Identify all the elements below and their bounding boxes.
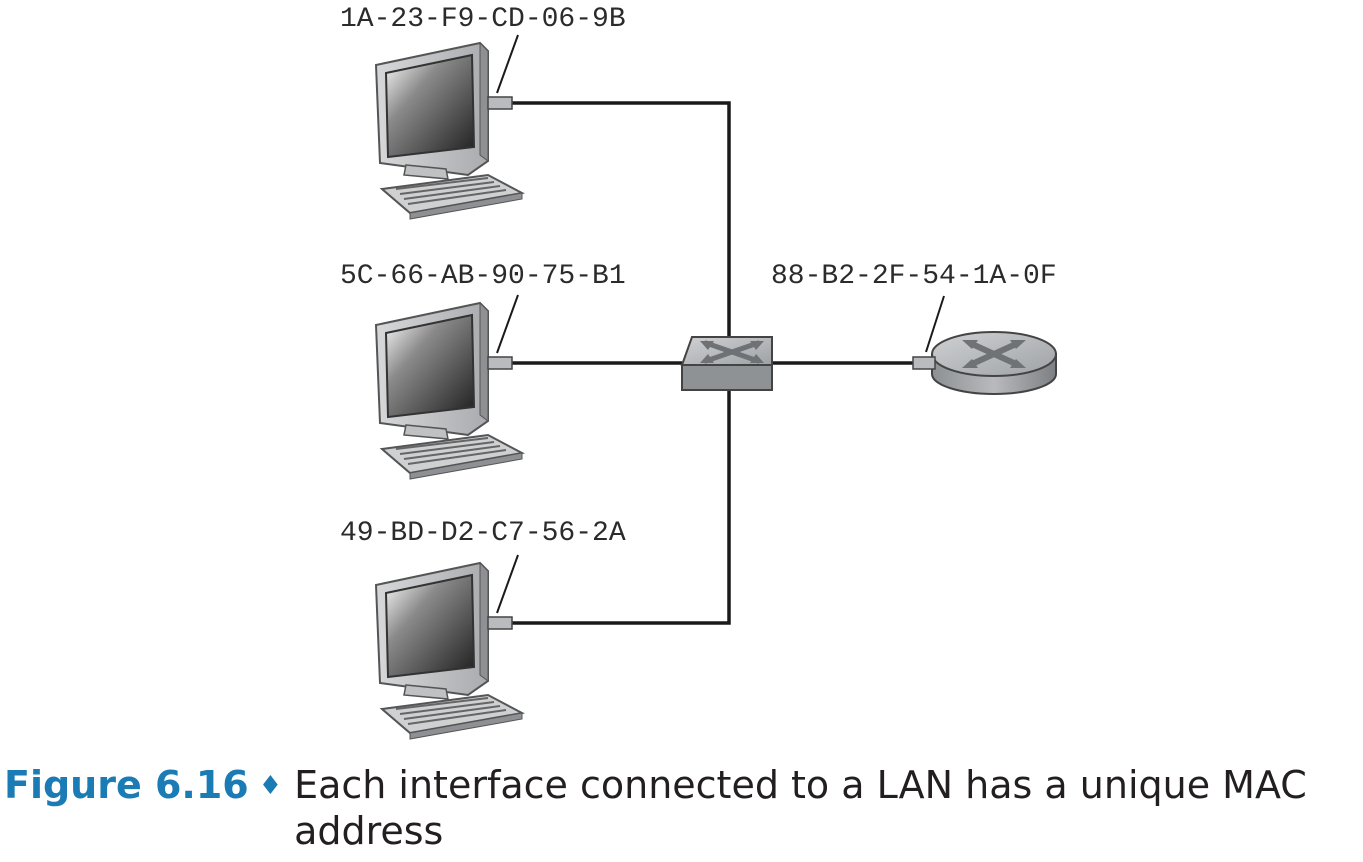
mac-address-router: 88-B2-2F-54-1A-0F [771,261,1057,292]
router: 88-B2-2F-54-1A-0F [771,261,1057,395]
link-host-1 [511,101,731,342]
mac-address-host-1: 1A-23-F9-CD-06-9B [340,4,626,35]
label-pointer [496,554,519,614]
diamond-icon: ♦ [258,771,283,801]
host-1: 1A-23-F9-CD-06-9B [340,4,626,220]
computer-icon [375,562,523,740]
label-pointer [496,294,519,354]
router-icon [912,331,1057,395]
host-3: 49-BD-D2-C7-56-2A [340,518,626,740]
figure-label: Figure 6.16 [4,763,249,807]
mac-address-host-3: 49-BD-D2-C7-56-2A [340,518,626,549]
mac-address-host-2: 5C-66-AB-90-75-B1 [340,261,626,292]
link-host-3 [511,390,731,625]
caption-text: Each interface connected to a LAN has a … [294,763,1307,853]
lan-links [511,101,914,625]
lan-diagram: 1A-23-F9-CD-06-9B 5C-66-AB-90-75-B1 49-B… [340,4,1057,740]
label-pointer [925,295,945,353]
host-2: 5C-66-AB-90-75-B1 [340,261,626,480]
figure-caption: Figure 6.16 ♦ Each interface connected to… [4,762,1359,854]
computer-icon [375,42,523,220]
label-pointer [496,34,519,94]
computer-icon [375,302,523,480]
switch-icon [680,336,773,391]
